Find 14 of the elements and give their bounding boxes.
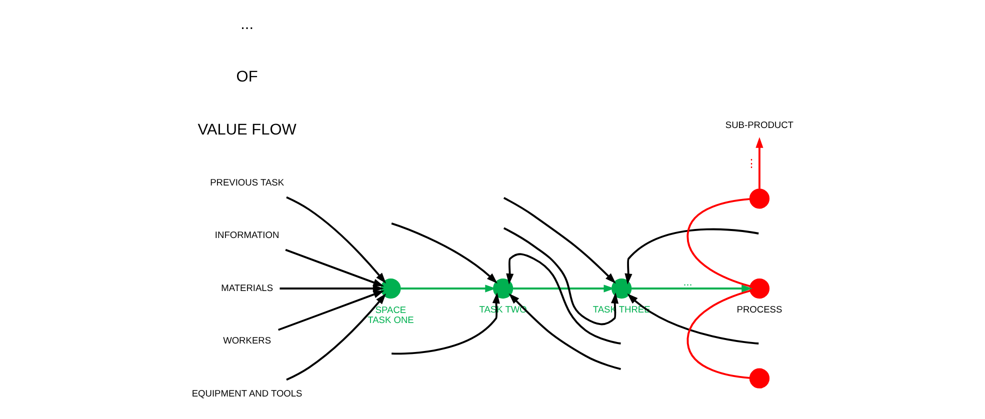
node-text: EQUIPMENT AND TOOLS [191,388,302,398]
node-text: PREVIOUS TASK [210,178,284,188]
edge-label: ... [682,276,692,289]
edge-label: ⋮ [745,158,756,170]
label: OF [236,68,258,86]
node-text: INFORMATION [214,230,279,240]
node-text: SUB-PRODUCT [724,120,793,130]
node-text: MATERIALS [220,282,273,293]
node-label: PROCESS [736,304,782,315]
node-label: TASK ONE [367,315,414,326]
label: VALUE FLOW [197,121,296,138]
node-label: SPACE [374,304,406,315]
node-text: WORKERS [222,336,271,346]
label: ... [240,16,254,34]
